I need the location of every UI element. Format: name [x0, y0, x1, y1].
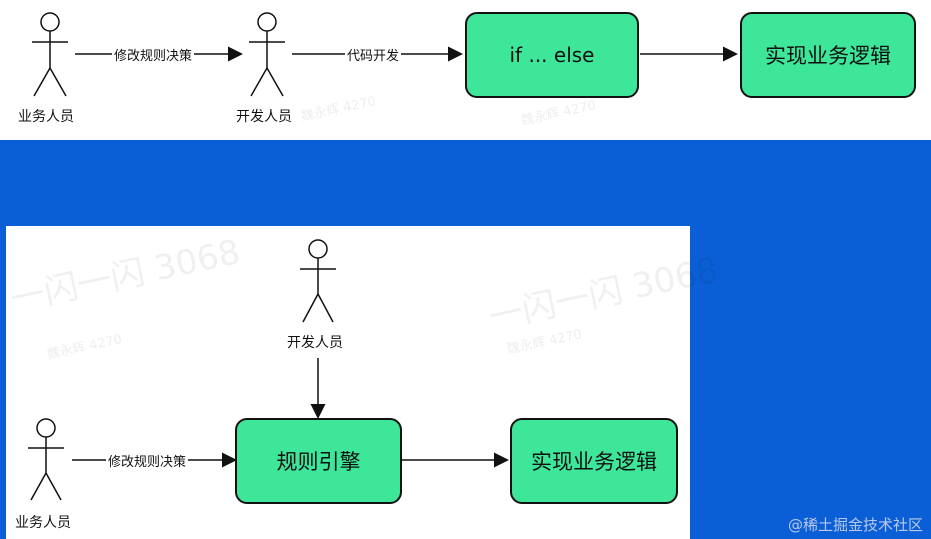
bottom-business-actor-figure [28, 418, 64, 501]
top-edge-code-label: 代码开发 [345, 45, 402, 64]
ifelse-box: if ... else [465, 12, 639, 98]
bottom-business-actor-label: 业务人员 [15, 515, 71, 531]
top-diagram-lines [32, 12, 738, 97]
top-business-actor-label: 业务人员 [18, 109, 74, 125]
top-business-logic-box: 实现业务逻辑 [740, 12, 916, 98]
rule-engine-box: 规则引擎 [235, 418, 402, 504]
bottom-business-logic-box: 实现业务逻辑 [510, 418, 678, 504]
brand-watermark: @稀土掘金技术社区 [787, 516, 923, 534]
bottom-dev-actor-figure [300, 239, 336, 323]
dev-actor-figure [249, 12, 285, 97]
bottom-edge-modify-label: 修改规则决策 [106, 451, 189, 470]
top-diagram-panel: 魏永辉 4270 魏永辉 4270 业务人员 开发人员 修改规则决策 代码开发 … [0, 0, 931, 140]
bottom-diagram-panel: 一闪一闪 3068 一闪一闪 3068 魏永辉 4270 魏永辉 4270 [6, 226, 722, 539]
top-dev-actor-label: 开发人员 [236, 109, 292, 125]
business-actor-figure [32, 12, 68, 97]
bottom-dev-actor-label: 开发人员 [287, 335, 343, 351]
top-edge-modify-label: 修改规则决策 [112, 45, 195, 64]
